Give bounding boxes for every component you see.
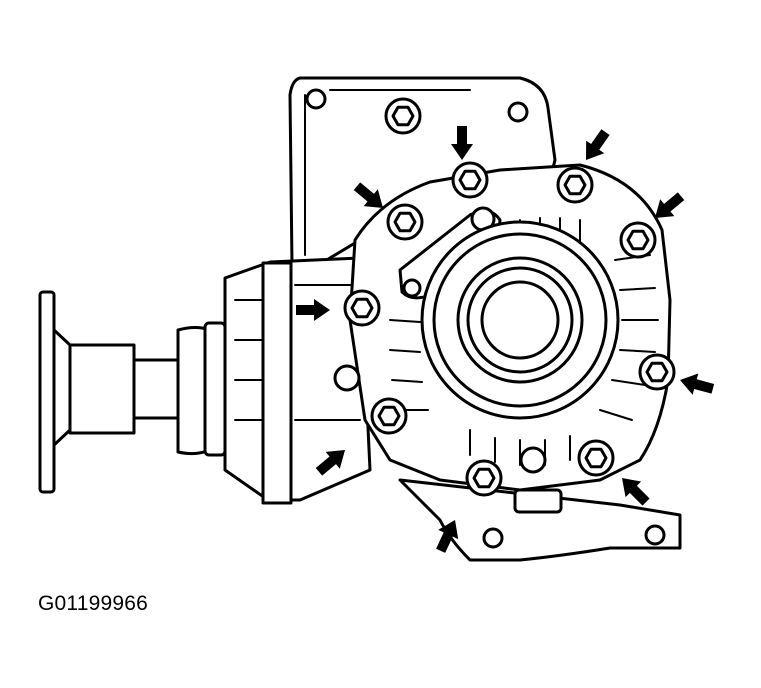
bolt-head — [619, 221, 657, 259]
callout-arrow-icon — [622, 478, 650, 506]
callout-arrow-icon — [586, 129, 610, 160]
callout-arrow-icon — [451, 126, 473, 160]
bolt-head — [577, 439, 615, 477]
output-flange — [38, 290, 227, 494]
bolt-head — [343, 289, 381, 327]
bolt-head — [370, 397, 408, 435]
bolt-head — [556, 166, 594, 204]
bolt-head — [465, 459, 503, 497]
bolt-head — [638, 353, 676, 391]
figure-code: G01199966 — [38, 592, 149, 615]
output-seal — [420, 220, 620, 420]
bolt-head — [384, 97, 422, 135]
callout-arrow-icon — [680, 373, 715, 395]
bolt-head — [451, 161, 489, 199]
bolt-head — [386, 203, 424, 241]
callout-arrow-icon — [315, 450, 345, 476]
callout-arrow-icon — [655, 192, 685, 218]
callout-arrow-icon — [353, 182, 383, 208]
bolt-group — [343, 97, 676, 497]
mid-housing — [223, 256, 372, 505]
callout-arrow-icon — [436, 520, 459, 553]
callout-arrow-group — [296, 126, 715, 553]
callout-arrow-icon — [296, 299, 330, 321]
